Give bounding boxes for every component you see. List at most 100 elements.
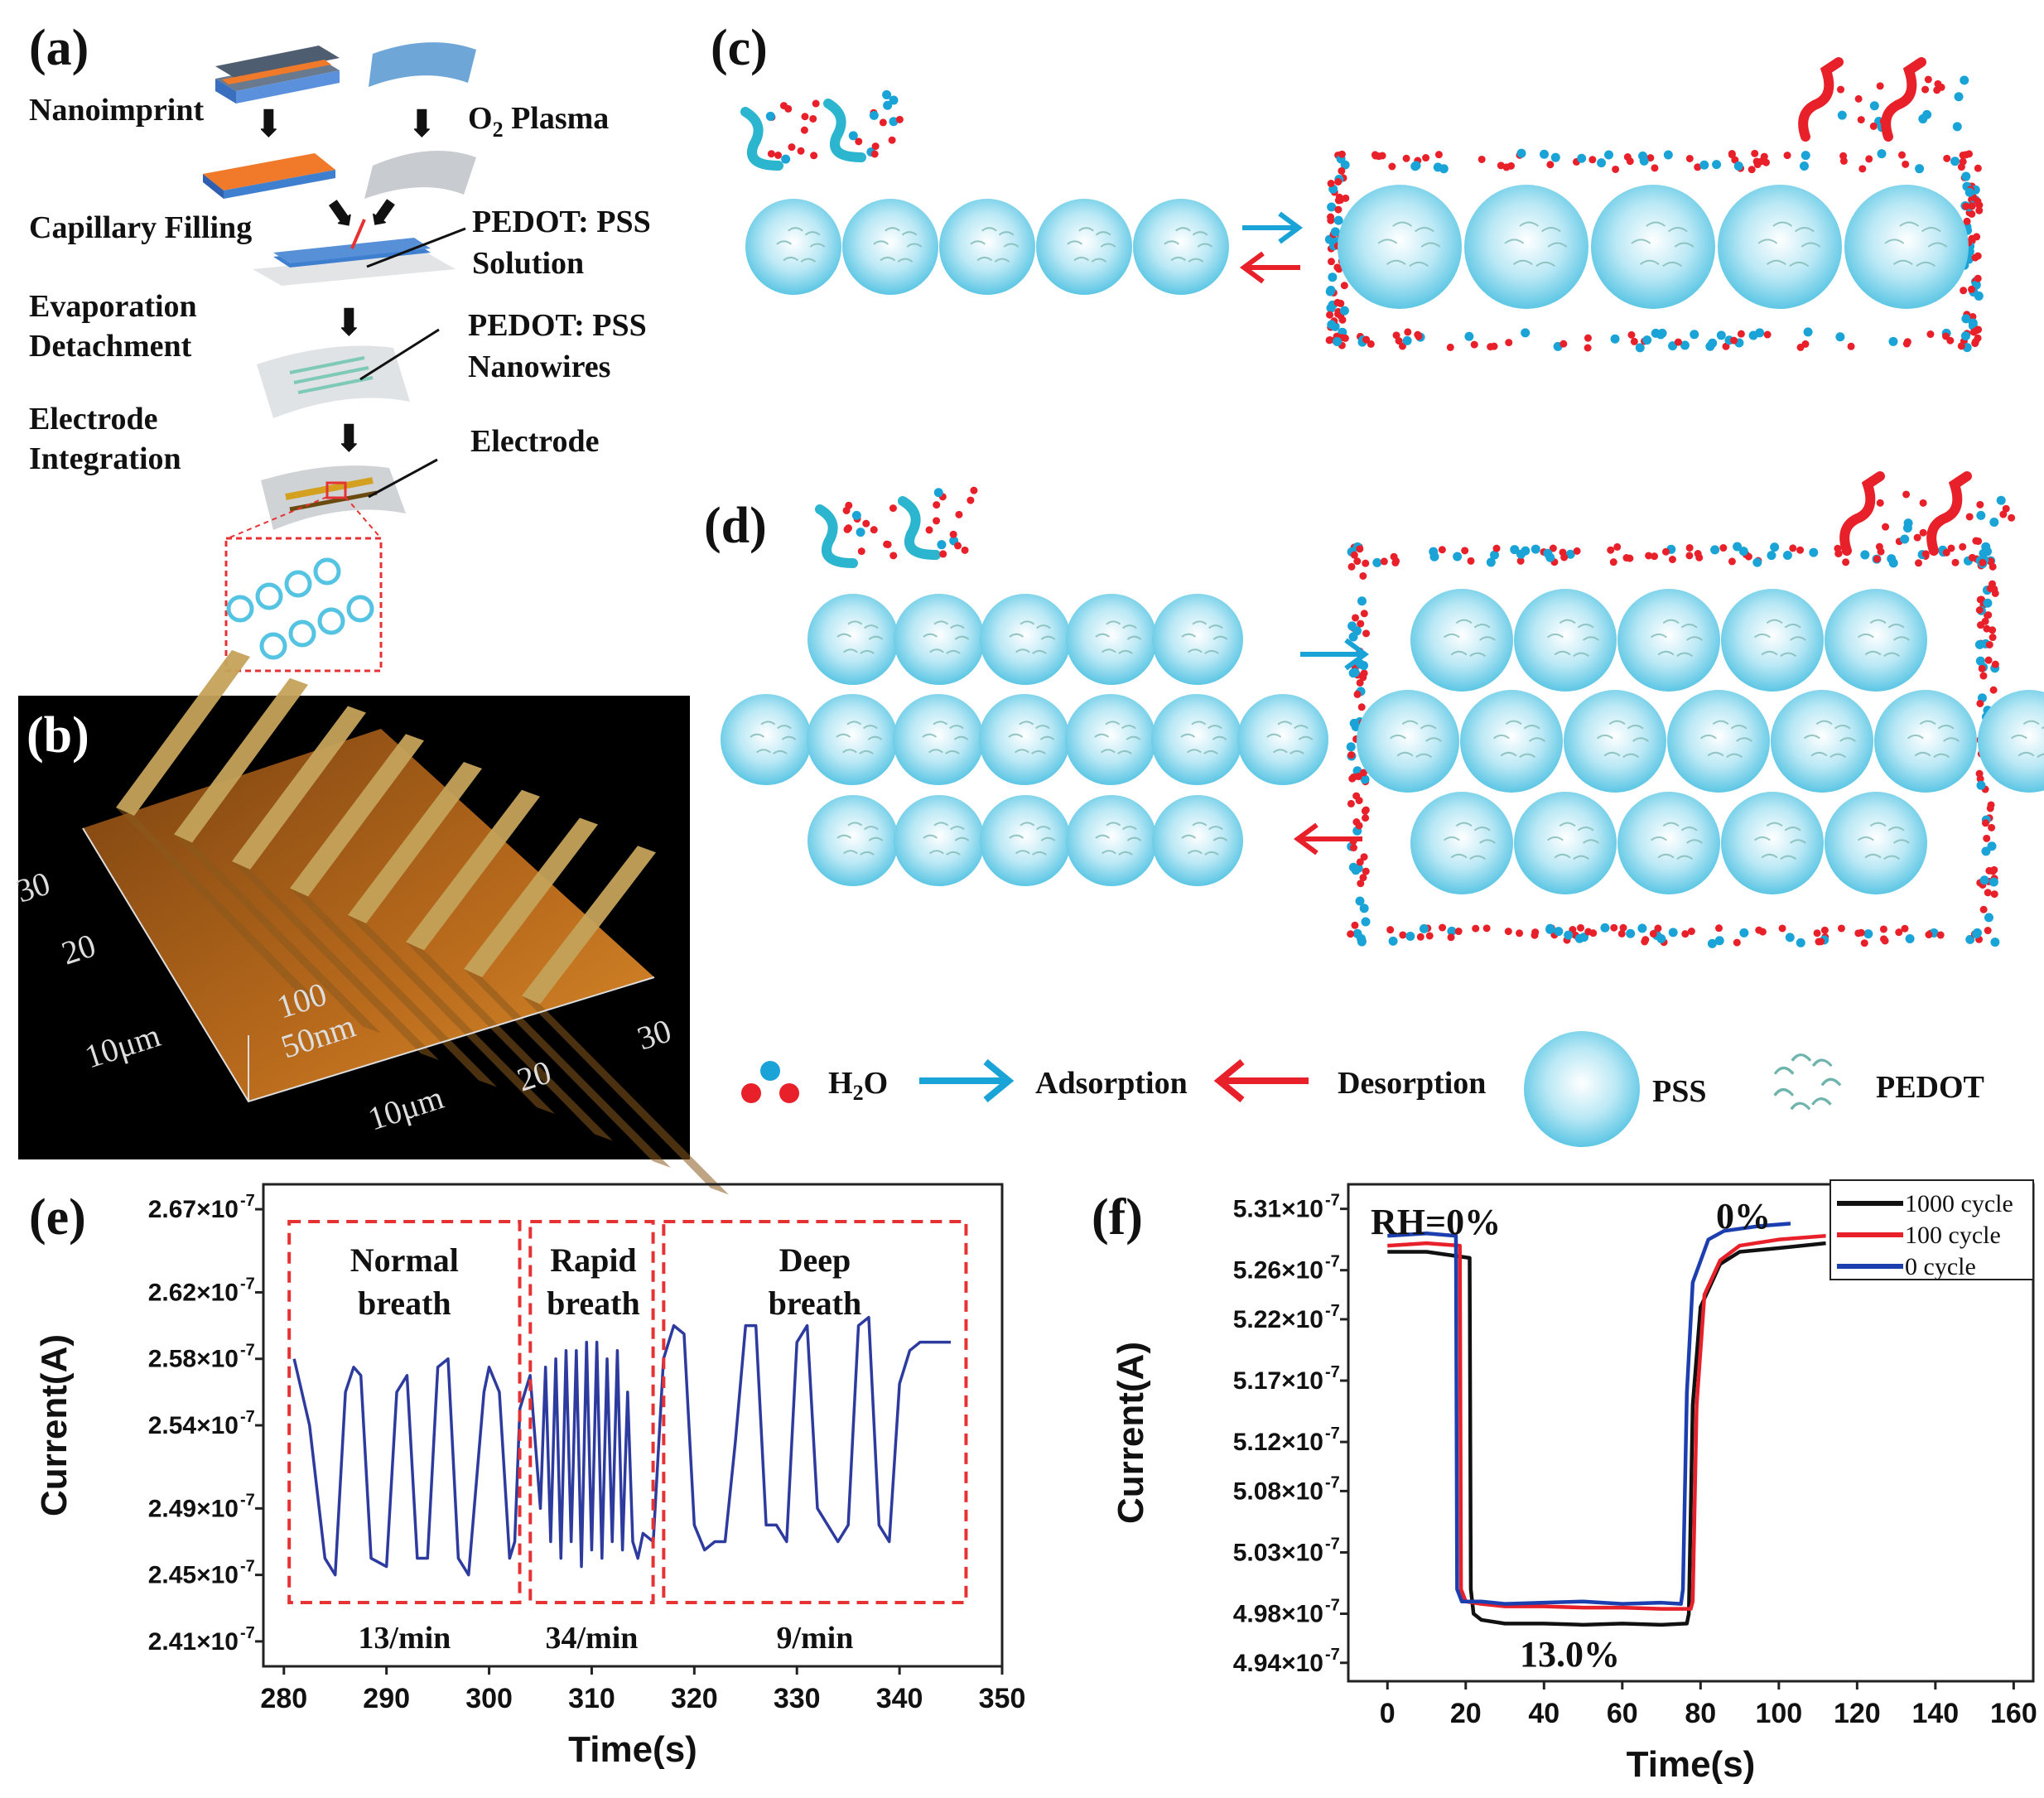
pedot-core <box>1699 720 1752 759</box>
water-molecule <box>1610 923 1618 932</box>
water-molecule <box>1863 929 1873 939</box>
pedot-core <box>1377 221 1441 268</box>
legend-pedot: PEDOT <box>1876 1070 1984 1105</box>
water-molecule <box>1661 547 1670 556</box>
pedot-core <box>1067 227 1116 263</box>
water-molecule <box>1959 542 1967 551</box>
pedot-core <box>1443 619 1496 658</box>
water-molecule <box>1964 187 1974 197</box>
water-molecule <box>1668 928 1678 938</box>
water-molecule <box>1877 547 1885 556</box>
water-molecule <box>1516 557 1525 565</box>
water-molecule <box>1695 553 1704 562</box>
water-molecule <box>1433 162 1443 172</box>
pedot-core <box>1631 221 1694 268</box>
water-molecule <box>1335 265 1343 273</box>
breath-rate: 13/min <box>358 1621 451 1656</box>
desorption-arrowhead <box>1239 251 1265 284</box>
water-molecule <box>1346 742 1356 752</box>
water-molecule <box>788 143 796 152</box>
water-molecule <box>1714 924 1723 933</box>
water-molecule <box>862 519 870 528</box>
pedot-core <box>1857 619 1910 658</box>
water-molecule <box>1360 853 1368 861</box>
ring-icon <box>317 607 345 635</box>
note-pedot-solution-2: Solution <box>472 246 584 281</box>
water-molecule <box>1362 814 1370 822</box>
water-molecule <box>1968 318 1978 328</box>
water-molecule <box>1902 490 1911 499</box>
water-molecule <box>1478 155 1486 163</box>
water-molecule <box>1976 699 1984 707</box>
water-molecule <box>1674 338 1682 346</box>
water-molecule <box>1388 936 1398 946</box>
water-molecule <box>1796 343 1805 351</box>
water-molecule <box>1983 834 1991 842</box>
water-molecule <box>1933 86 1941 94</box>
pss-sphere <box>1721 589 1824 692</box>
water-molecule <box>1813 929 1821 938</box>
water-molecule <box>1357 596 1367 606</box>
water-molecule <box>1733 938 1741 947</box>
pss-sphere <box>842 199 938 295</box>
water-molecule <box>1685 543 1694 552</box>
water-molecule <box>1584 334 1592 342</box>
water-molecule <box>1842 558 1850 566</box>
y-tick-exponent: -7 <box>240 1192 255 1210</box>
water-molecule <box>889 504 897 513</box>
water-molecule <box>933 517 941 525</box>
water-molecule <box>1360 774 1370 784</box>
y-axis-label: Current(A) <box>34 1334 75 1516</box>
water-molecule <box>1902 523 1912 533</box>
water-molecule <box>1651 164 1659 172</box>
pedot-core <box>923 620 970 654</box>
water-molecule <box>1402 154 1410 162</box>
water-molecule <box>1921 550 1930 558</box>
water-molecule <box>1922 109 1932 119</box>
water-molecule <box>1714 936 1724 946</box>
water-molecule <box>1372 557 1382 567</box>
water-molecule <box>1986 804 1994 812</box>
pss-sphere <box>1151 694 1242 785</box>
water-molecule <box>1577 153 1587 163</box>
x-tick-label: 40 <box>1528 1698 1560 1729</box>
water-molecule <box>1981 819 1989 827</box>
water-molecule <box>1834 544 1842 552</box>
water-molecule <box>1410 161 1420 171</box>
water-molecule <box>797 147 805 155</box>
water-molecule <box>1554 927 1564 937</box>
water-molecule <box>1783 152 1791 160</box>
legend-adsorption: Adsorption <box>1035 1066 1188 1101</box>
pss-sphere <box>894 594 985 685</box>
water-molecule <box>883 100 893 110</box>
water-molecule <box>1803 327 1813 337</box>
x-tick-label: 290 <box>363 1683 410 1714</box>
water-molecule <box>1584 344 1592 352</box>
breath-box <box>528 1220 655 1604</box>
breath-rate: 9/min <box>776 1621 853 1656</box>
water-molecule <box>1439 923 1447 932</box>
breath-box <box>287 1220 522 1604</box>
water-molecule <box>1610 334 1620 344</box>
afm-ridge-shadow <box>174 834 381 1034</box>
water-vapor-icons <box>740 57 1969 171</box>
water-molecule <box>1470 340 1478 349</box>
water-molecule <box>1642 335 1652 345</box>
water-molecule <box>970 486 978 494</box>
water-molecule <box>884 540 892 548</box>
step-evaporation: Evaporation <box>29 289 197 324</box>
water-molecule <box>1333 298 1342 306</box>
pss-sphere <box>1338 185 1462 309</box>
afm-ridge-shadow <box>116 807 323 1006</box>
water-molecule <box>1422 154 1430 162</box>
device-icon <box>261 465 406 530</box>
pedot-core <box>836 721 883 754</box>
water-molecule <box>1490 550 1500 560</box>
water-molecule <box>1338 150 1346 158</box>
water-molecule <box>1989 877 1998 887</box>
water-molecule <box>1560 553 1569 562</box>
water-molecule <box>1416 933 1425 941</box>
water-molecule <box>851 510 861 520</box>
water-molecule <box>1612 165 1620 173</box>
